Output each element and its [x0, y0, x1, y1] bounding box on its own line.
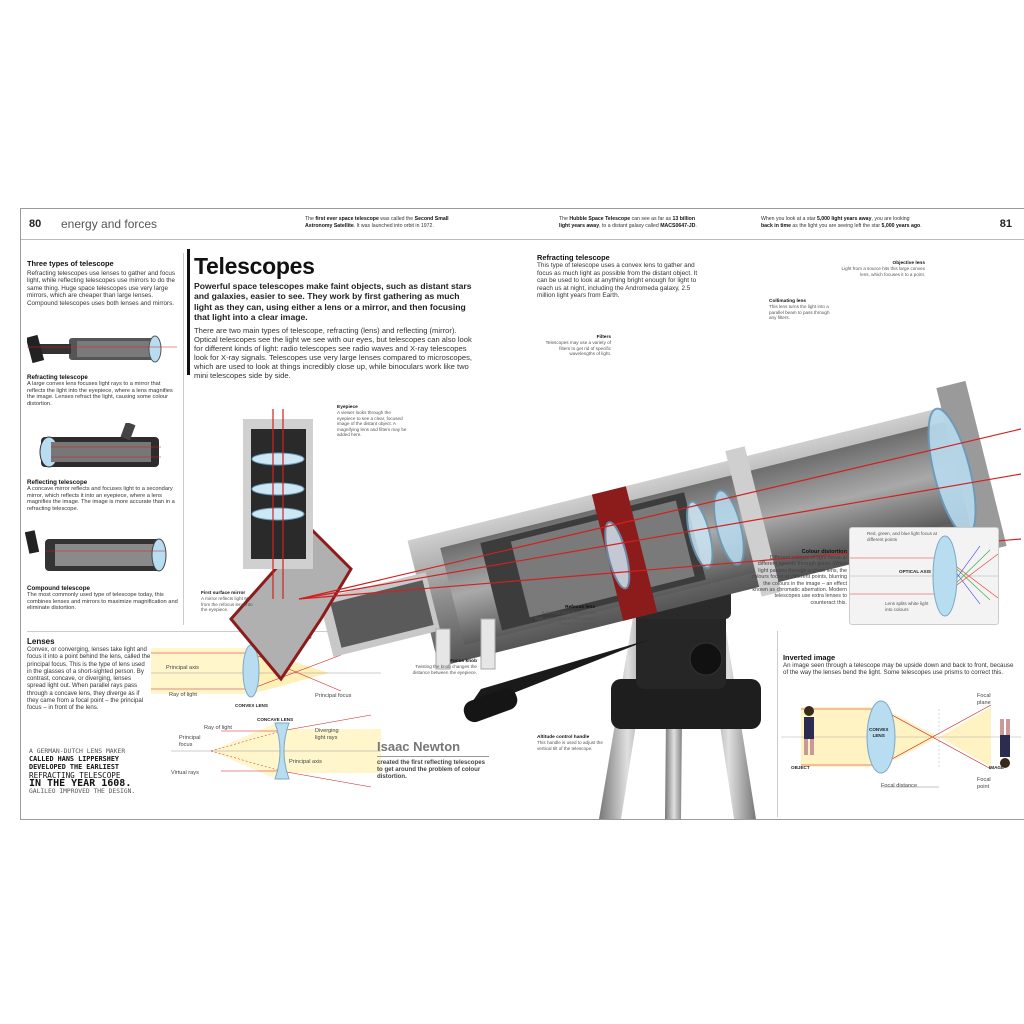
- inverted-image-section: Inverted image An image seen through a t…: [783, 653, 1014, 677]
- refracting-section: Refracting telescope This type of telesc…: [537, 253, 698, 300]
- page-title: Telescopes: [194, 253, 315, 279]
- header-fact-3: When you look at a star 5,000 light year…: [761, 216, 922, 229]
- types-section: Three types of telescope Refracting tele…: [27, 259, 179, 307]
- lead-paragraph: Powerful space telescopes make faint obj…: [194, 281, 472, 323]
- types-heading: Three types of telescope: [27, 259, 114, 268]
- body-paragraph: There are two main types of telescope, r…: [194, 326, 473, 381]
- inverted-image-diagram: [781, 700, 1021, 788]
- focal-plane-label: Focal plane: [977, 693, 991, 706]
- object-label: OBJECT: [791, 765, 810, 770]
- distortion-top-label: Red, green, and blue light focus at diff…: [867, 531, 937, 542]
- principal-focus-label: Principal focus: [315, 693, 352, 699]
- distortion-bottom-label: Lens splits white light into colours: [885, 601, 929, 612]
- colour-distortion-section: Colour distortion Different colours of l…: [751, 549, 848, 606]
- colour-distortion-diagram: [849, 527, 999, 625]
- virtual-rays-label: Virtual rays: [171, 770, 199, 776]
- lenses-heading: Lenses: [27, 637, 55, 646]
- divider: [777, 631, 778, 817]
- convex-ray-label: Ray of light: [169, 692, 197, 698]
- focal-distance-label: Focal distance: [881, 783, 918, 789]
- concave-focus-label: Principal focus: [179, 735, 201, 748]
- lenses-section: Lenses Convex, or converging, lenses tak…: [27, 637, 151, 712]
- header-fact-2: The Hubble Space Telescope can see as fa…: [559, 216, 697, 229]
- book-spread: 80 energy and forces The first ever spac…: [20, 208, 1024, 820]
- focal-point-label: Focal point: [977, 777, 991, 790]
- reflecting-telescope-illustration: [39, 423, 161, 468]
- refracting-telescope-illustration: [27, 334, 177, 364]
- newton-box: Isaac Newton created the first reflectin…: [377, 739, 489, 780]
- lippershey-fact: A GERMAN-DUTCH LENS MAKER CALLED HANS LI…: [29, 747, 136, 796]
- concave-lens-diagram: [171, 714, 381, 788]
- image-label: IMAGE: [989, 765, 1005, 770]
- right-page-number: 81: [999, 218, 1012, 230]
- lenses-text: Convex, or converging, lenses take light…: [27, 646, 151, 712]
- diverging-rays-label: Diverging light rays: [315, 728, 339, 741]
- convex-lens-label: CONVEX LENS: [235, 703, 268, 708]
- header-fact-1: The first ever space telescope was calle…: [305, 216, 449, 229]
- divider: [27, 631, 365, 632]
- title-rule: [187, 249, 190, 375]
- convex-lens-diagram: [151, 644, 381, 698]
- convex-axis-label: Principal axis: [166, 665, 199, 671]
- compound-telescope-illustration: [25, 530, 167, 572]
- divider: [183, 253, 184, 625]
- left-page-number: 80: [29, 218, 42, 230]
- concave-axis-label: Principal axis: [289, 759, 322, 765]
- section-name: energy and forces: [61, 217, 158, 231]
- telescope-cutaway-illustration: [229, 380, 1021, 819]
- concave-ray-label: Ray of light: [204, 725, 232, 731]
- inverted-lens-label: CONVEX LENS: [869, 727, 889, 738]
- types-intro: Refracting telescopes use lenses to gath…: [27, 270, 176, 307]
- page-header: 80 energy and forces The first ever spac…: [21, 209, 1024, 240]
- type-item-reflecting: Reflecting telescope A concave mirror re…: [27, 479, 175, 512]
- type-item-refracting: Refracting telescope A large convex lens…: [27, 374, 173, 407]
- type-item-compound: Compound telescope The most commonly use…: [27, 585, 178, 612]
- optical-axis-label: OPTICAL AXIS: [899, 569, 931, 574]
- concave-lens-label: CONCAVE LENS: [257, 717, 294, 722]
